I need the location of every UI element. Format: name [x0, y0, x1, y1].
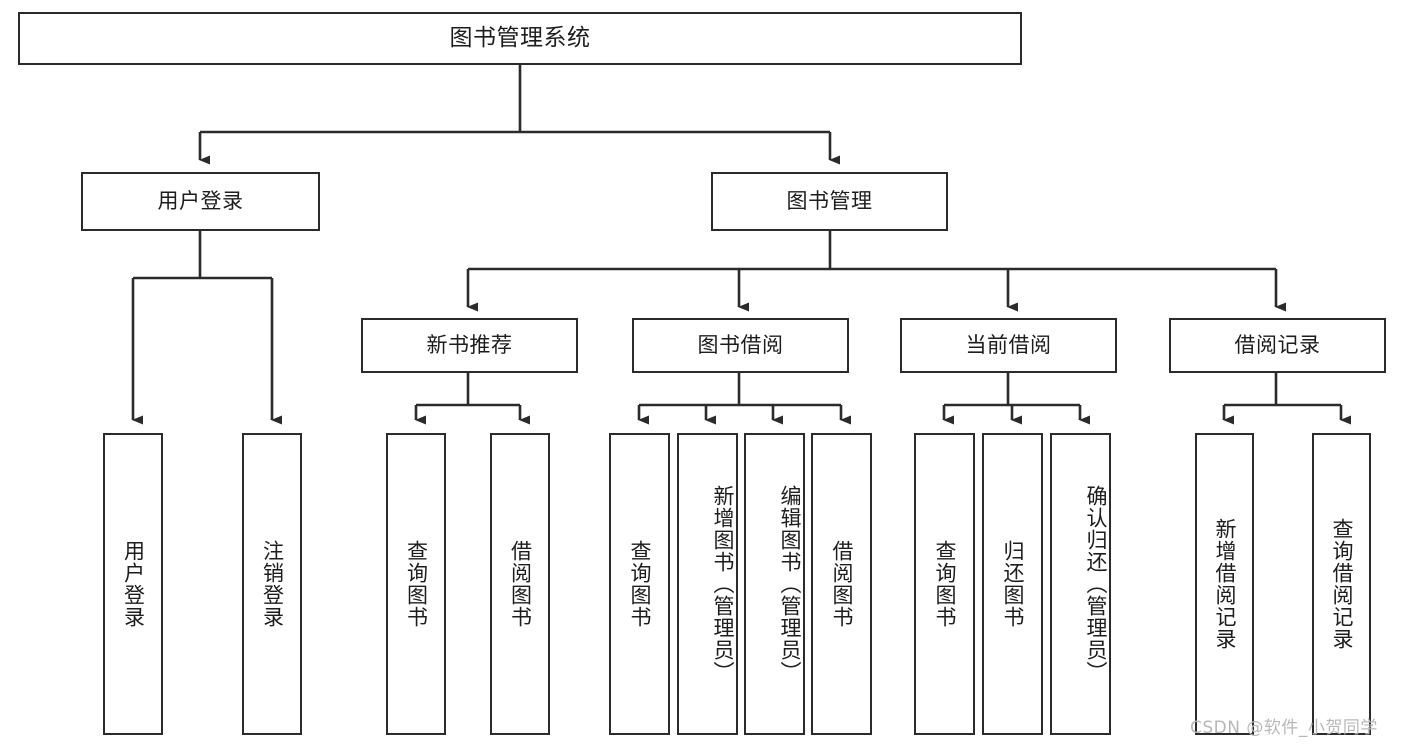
- watermark-text: CSDN @软件_小贺同学: [1190, 718, 1378, 738]
- node-leaf-return-book[interactable]: 归还图书: [982, 433, 1043, 735]
- node-book-management[interactable]: 图书管理: [711, 172, 948, 231]
- node-leaf-query-book-3-label: 查询图书: [932, 540, 957, 628]
- node-leaf-query-book-3[interactable]: 查询图书: [914, 433, 975, 735]
- node-leaf-query-book-1-label: 查询图书: [404, 540, 429, 628]
- node-book-borrow-label: 图书借阅: [697, 332, 784, 357]
- node-leaf-edit-book[interactable]: 编辑图书（管理员）: [744, 433, 805, 735]
- node-leaf-user-login-label: 用户登录: [121, 540, 146, 628]
- node-leaf-user-logout[interactable]: 注销登录: [242, 433, 302, 735]
- node-leaf-query-record-label: 查询借阅记录: [1329, 518, 1354, 650]
- node-new-book-recommend[interactable]: 新书推荐: [361, 318, 578, 373]
- node-leaf-add-book[interactable]: 新增图书（管理员）: [677, 433, 738, 735]
- node-user-login-label: 用户登录: [157, 188, 244, 213]
- node-book-borrow[interactable]: 图书借阅: [632, 318, 849, 373]
- node-leaf-user-login[interactable]: 用户登录: [103, 433, 163, 735]
- node-leaf-confirm-return-label: 确认归还（管理员）: [1084, 485, 1108, 683]
- node-leaf-add-book-label: 新增图书（管理员）: [711, 485, 735, 683]
- node-leaf-query-book-1[interactable]: 查询图书: [386, 433, 446, 735]
- node-leaf-user-logout-label: 注销登录: [260, 540, 285, 628]
- node-leaf-borrow-book-2-label: 借阅图书: [829, 540, 854, 628]
- node-root-label: 图书管理系统: [449, 24, 591, 51]
- node-leaf-add-record-label: 新增借阅记录: [1212, 518, 1237, 650]
- node-leaf-query-book-2-label: 查询图书: [627, 540, 652, 628]
- node-user-login[interactable]: 用户登录: [81, 172, 320, 231]
- node-leaf-query-record[interactable]: 查询借阅记录: [1312, 433, 1371, 735]
- node-leaf-borrow-book-2[interactable]: 借阅图书: [811, 433, 872, 735]
- node-leaf-borrow-book-1-label: 借阅图书: [508, 540, 533, 628]
- node-book-management-label: 图书管理: [786, 188, 873, 213]
- node-borrow-record-label: 借阅记录: [1234, 332, 1321, 357]
- node-leaf-confirm-return[interactable]: 确认归还（管理员）: [1050, 433, 1111, 735]
- node-leaf-query-book-2[interactable]: 查询图书: [609, 433, 670, 735]
- node-current-borrow[interactable]: 当前借阅: [900, 318, 1117, 373]
- node-new-book-recommend-label: 新书推荐: [426, 332, 513, 357]
- node-leaf-add-record[interactable]: 新增借阅记录: [1195, 433, 1254, 735]
- node-current-borrow-label: 当前借阅: [965, 332, 1052, 357]
- node-borrow-record[interactable]: 借阅记录: [1169, 318, 1386, 373]
- node-root-system[interactable]: 图书管理系统: [18, 12, 1022, 65]
- node-leaf-borrow-book-1[interactable]: 借阅图书: [490, 433, 550, 735]
- node-leaf-edit-book-label: 编辑图书（管理员）: [778, 485, 802, 683]
- node-leaf-return-book-label: 归还图书: [1000, 540, 1025, 628]
